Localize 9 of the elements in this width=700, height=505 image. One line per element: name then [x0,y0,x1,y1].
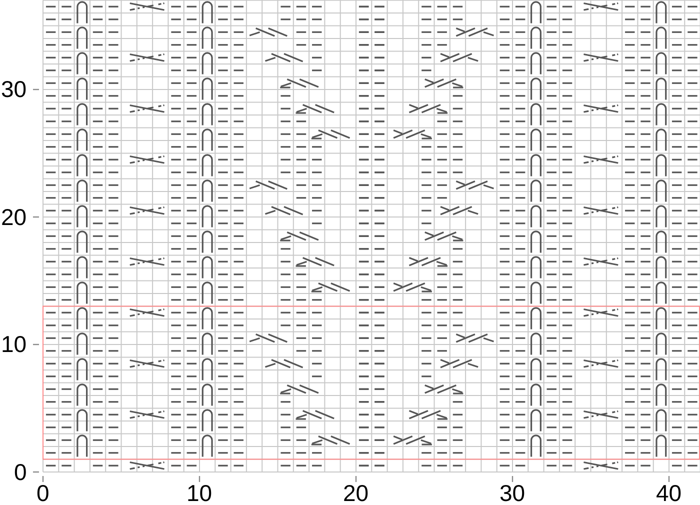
axis-tick-label: 0 [14,460,27,484]
axis-tick-label: 10 [186,482,212,505]
axis-tick-label: 40 [656,482,682,505]
axis-tick-label: 30 [500,482,526,505]
axis-tick-label: 10 [1,333,27,356]
axis-tick-label: 30 [1,78,27,101]
axis-tick-label: 0 [36,482,50,505]
axis-tick-label: 20 [1,206,27,228]
axis-tick-label: 20 [343,482,369,505]
